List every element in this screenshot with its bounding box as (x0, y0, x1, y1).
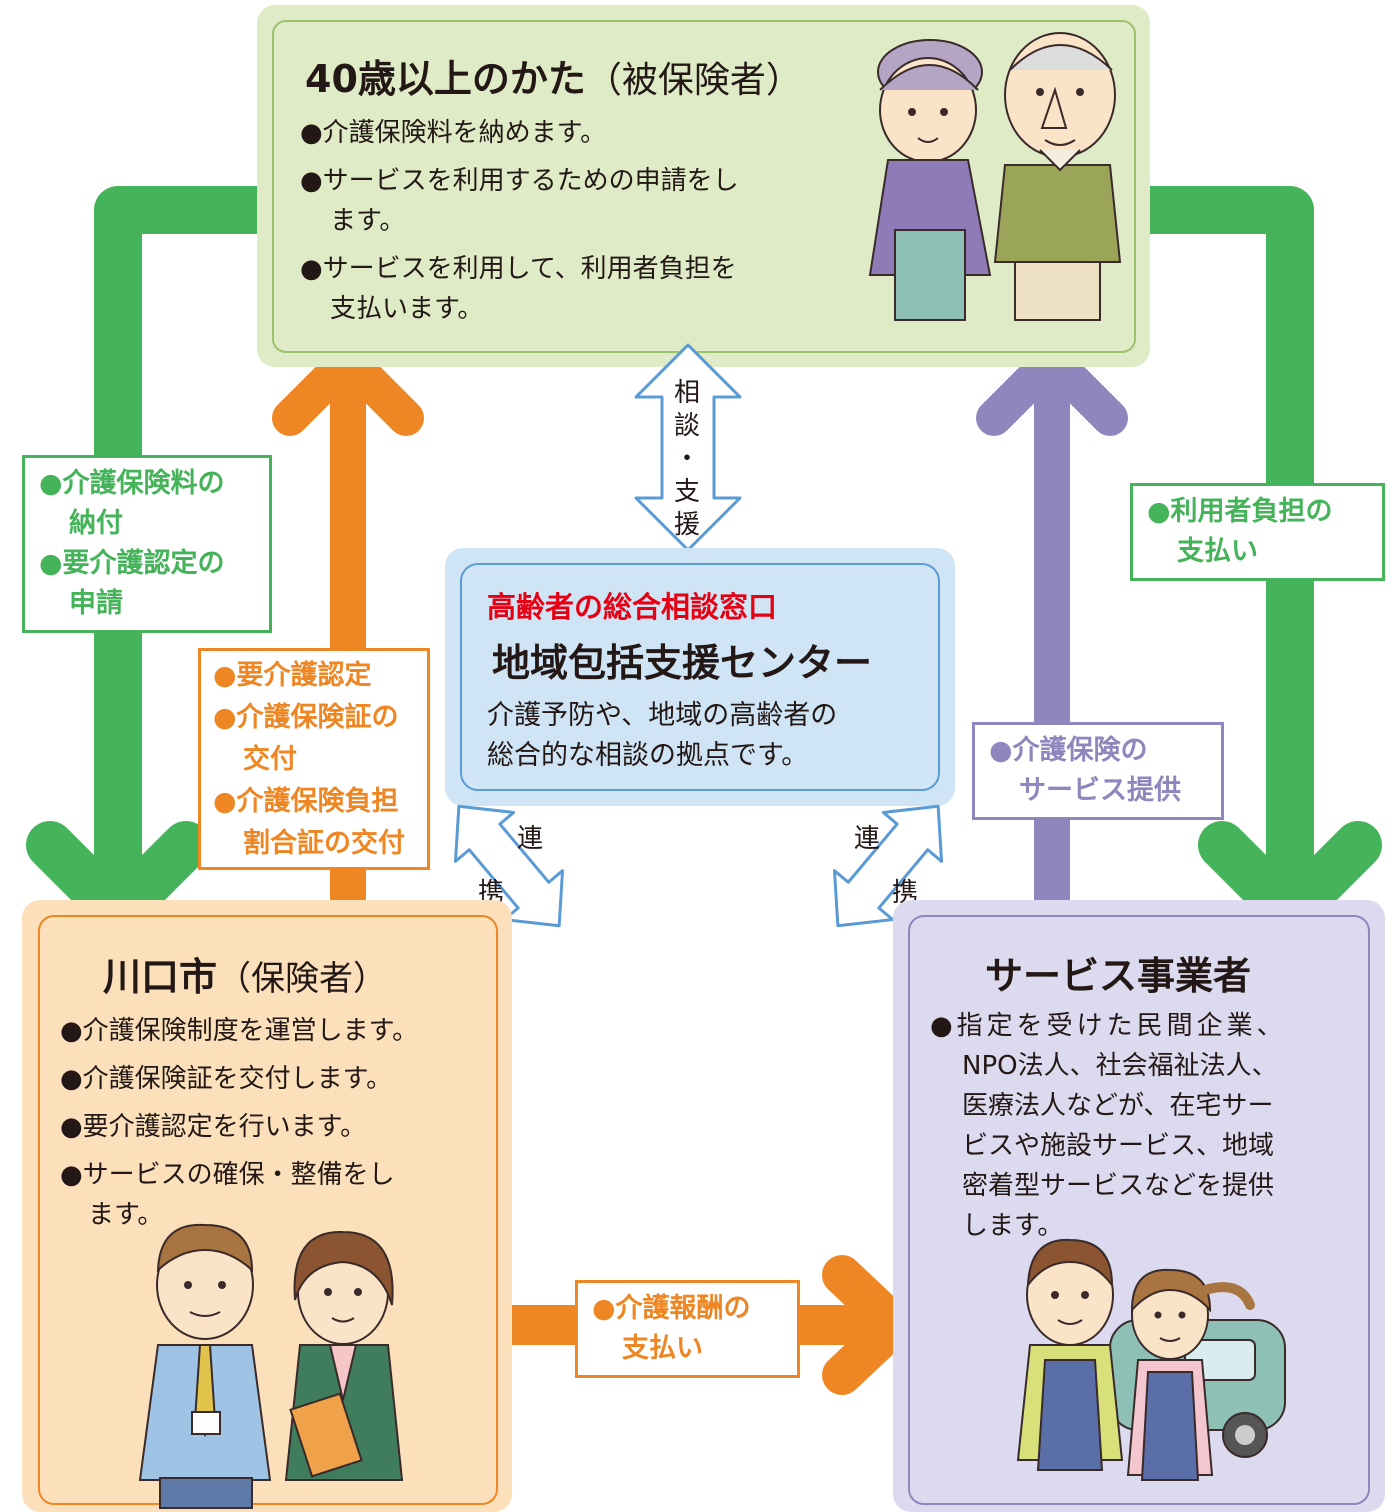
city-title: 川口市（保険者） (103, 955, 388, 999)
center-desc-1: 介護予防や、地域の高齢者の (487, 700, 838, 731)
center-panel (445, 548, 955, 806)
label-payment-1: ●介護報酬の (592, 1293, 751, 1324)
label-green-right-2: 支払い (1177, 536, 1258, 567)
insured-item-1: ●介護保険料を納めます。 (300, 118, 607, 148)
provider-item-3: 医療法人などが、在宅サー (962, 1091, 1274, 1121)
label-purple-right-2: サービス提供 (1019, 775, 1181, 806)
center-title: 地域包括支援センター (492, 641, 873, 685)
label-orange-left-4: ●介護保険負担 (213, 786, 399, 817)
city-item-4: ●サービスの確保・整備をし (60, 1160, 395, 1190)
insured-item-3b: 支払います。 (330, 294, 484, 324)
provider-item-4: ビスや施設サービス、地域 (962, 1131, 1275, 1161)
label-payment: ●介護報酬の 支払い (575, 1280, 800, 1378)
center-desc-2: 総合的な相談の拠点です。 (487, 740, 809, 771)
label-green-left-1: ●介護保険料の (39, 468, 225, 499)
green-arrow-left (94, 186, 270, 905)
green-arrow-right (1145, 186, 1314, 905)
insured-item-2: ●サービスを利用するための申請をし (300, 166, 739, 196)
label-purple-right: ●介護保険の サービス提供 (972, 722, 1224, 820)
label-orange-left: ●要介護認定 ●介護保険証の 交付 ●介護保険負担 割合証の交付 (198, 648, 430, 870)
label-purple-right-1: ●介護保険の (989, 735, 1148, 766)
city-item-2: ●介護保険証を交付します。 (60, 1064, 393, 1094)
city-inner (38, 915, 498, 1505)
insured-title: 40歳以上のかた（被保険者） (305, 57, 802, 101)
consult-char-5: 援 (674, 510, 701, 540)
provider-title: サービス事業者 (985, 954, 1252, 998)
link-right-char-1: 連 (854, 824, 881, 854)
label-orange-left-2: ●介護保険証の (213, 702, 399, 733)
label-green-left-4: 申請 (69, 588, 123, 619)
insured-item-3: ●サービスを利用して、利用者負担を (300, 254, 737, 284)
city-item-1: ●介護保険制度を運営します。 (60, 1016, 419, 1046)
label-green-left-3: ●要介護認定の (39, 548, 225, 579)
label-green-left: ●介護保険料の 納付 ●要介護認定の 申請 (22, 455, 272, 633)
consult-char-4: 支 (674, 477, 701, 507)
consult-char-3: ・ (674, 444, 701, 474)
city-item-3: ●要介護認定を行います。 (60, 1112, 367, 1142)
label-payment-2: 支払い (622, 1333, 703, 1364)
label-green-right-1: ●利用者負担の (1147, 496, 1333, 527)
label-orange-left-5: 割合証の交付 (243, 828, 405, 859)
insured-item-2b: ます。 (330, 206, 406, 236)
consult-char-2: 談 (674, 411, 701, 441)
consult-char-1: 相 (674, 378, 701, 408)
city-item-4b: ます。 (88, 1200, 164, 1230)
label-green-left-2: 納付 (69, 508, 123, 539)
provider-item-2: NPO法人、社会福祉法人、 (962, 1051, 1278, 1081)
center-inner (460, 563, 940, 791)
provider-item-1: ●指定を受けた民間企業、 (930, 1011, 1287, 1041)
label-orange-left-3: 交付 (243, 744, 297, 775)
label-orange-left-1: ●要介護認定 (213, 660, 372, 691)
provider-item-5: 密着型サービスなどを提供 (962, 1171, 1275, 1201)
label-green-right: ●利用者負担の 支払い (1130, 483, 1385, 581)
center-subtitle: 高齢者の総合相談窓口 (487, 590, 778, 624)
provider-item-6: します。 (962, 1211, 1064, 1241)
provider-inner (908, 915, 1370, 1505)
link-left-char-1: 連 (517, 824, 544, 854)
